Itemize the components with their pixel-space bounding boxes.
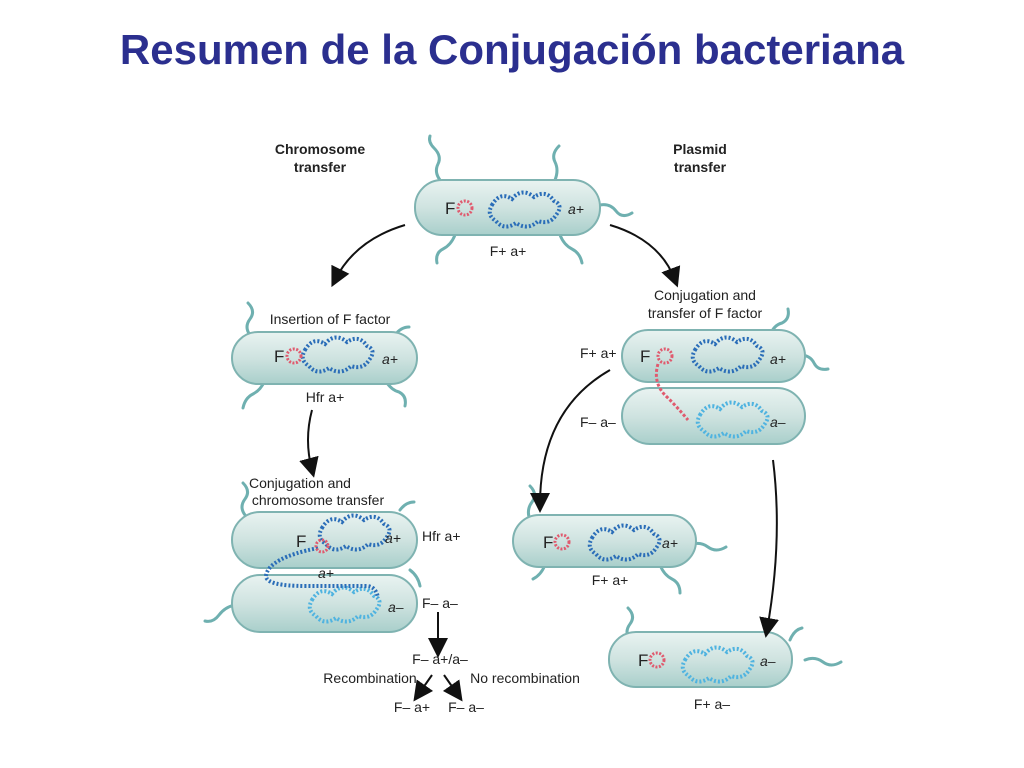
chrom-recipient-a: a–	[388, 599, 404, 615]
recombination-label: Recombination	[323, 670, 416, 686]
arrow-to-plasmid-cell	[530, 369, 611, 513]
step-conj-chrom-2: chromosome transfer	[252, 492, 385, 508]
result-right-a: a–	[760, 653, 776, 669]
plasmid-donor-cell	[621, 329, 806, 383]
plasmid-recipient-a: a–	[770, 414, 786, 430]
hfr-cell-a: a+	[382, 351, 398, 367]
donor-cell-top	[414, 179, 601, 236]
result-right-f: F	[638, 651, 648, 670]
hfr-side-label: Hfr a+	[422, 528, 461, 544]
arrow-to-insertion	[331, 224, 406, 288]
hfr-conj-a: a+	[385, 530, 401, 546]
step-conj-plasmid-1: Conjugation and	[654, 287, 756, 303]
hfr-conj-f: F	[296, 532, 306, 551]
header-chromosome-2: transfer	[294, 159, 347, 175]
chrom-recipient-label: F– a–	[422, 595, 458, 611]
top-cell-a: a+	[568, 201, 584, 217]
recomb-right-label: F– a–	[448, 699, 484, 715]
header-plasmid-2: transfer	[674, 159, 727, 175]
transferred-plasmid-strand	[654, 363, 690, 421]
arrows-group	[299, 224, 779, 702]
arrow-to-recomb-left	[413, 674, 434, 702]
step-conj-chrom-1: Conjugation and	[249, 475, 351, 491]
plasmid-donor-f: F	[640, 347, 650, 366]
result-left-a: a+	[662, 535, 678, 551]
arrow-to-recomb-right	[442, 674, 463, 702]
arrow-to-plasmid-conj	[609, 224, 681, 288]
plasmids-group	[285, 199, 674, 669]
cells-group	[231, 179, 806, 688]
top-cell-f: F	[445, 199, 455, 218]
result-right-caption: F+ a–	[694, 696, 730, 712]
transfer-a-label: a+	[318, 565, 334, 581]
plasmid-donor-label: F+ a+	[580, 345, 617, 361]
hfr-cell	[231, 331, 418, 385]
hfr-caption: Hfr a+	[306, 389, 345, 405]
recomb-left-label: F– a+	[394, 699, 430, 715]
arrow-to-result-cell	[759, 459, 779, 638]
step-conj-plasmid-2: transfer of F factor	[648, 305, 763, 321]
plasmid-recipient-label: F– a–	[580, 414, 616, 430]
merodiploid-label: F– a+/a–	[412, 651, 468, 667]
top-cell-caption: F+ a+	[490, 243, 527, 259]
chrom-recipient-cell	[231, 574, 418, 633]
result-left-caption: F+ a+	[592, 572, 629, 588]
arrow-to-chrom-conj	[299, 409, 319, 478]
header-plasmid-1: Plasmid	[673, 141, 727, 157]
labels-group: Chromosome transfer Plasmid transfer F a…	[249, 141, 786, 715]
no-recombination-label: No recombination	[470, 670, 580, 686]
step-insertion: Insertion of F factor	[270, 311, 391, 327]
result-left-f: F	[543, 533, 553, 552]
plasmid-donor-a: a+	[770, 351, 786, 367]
page-title: Resumen de la Conjugación bacteriana	[119, 26, 905, 73]
hfr-cell-f: F	[274, 347, 284, 366]
pili-group	[203, 134, 843, 667]
result-cell-right	[608, 631, 793, 688]
transferred-chromosome-strand	[263, 546, 380, 599]
header-chromosome-1: Chromosome	[275, 141, 365, 157]
